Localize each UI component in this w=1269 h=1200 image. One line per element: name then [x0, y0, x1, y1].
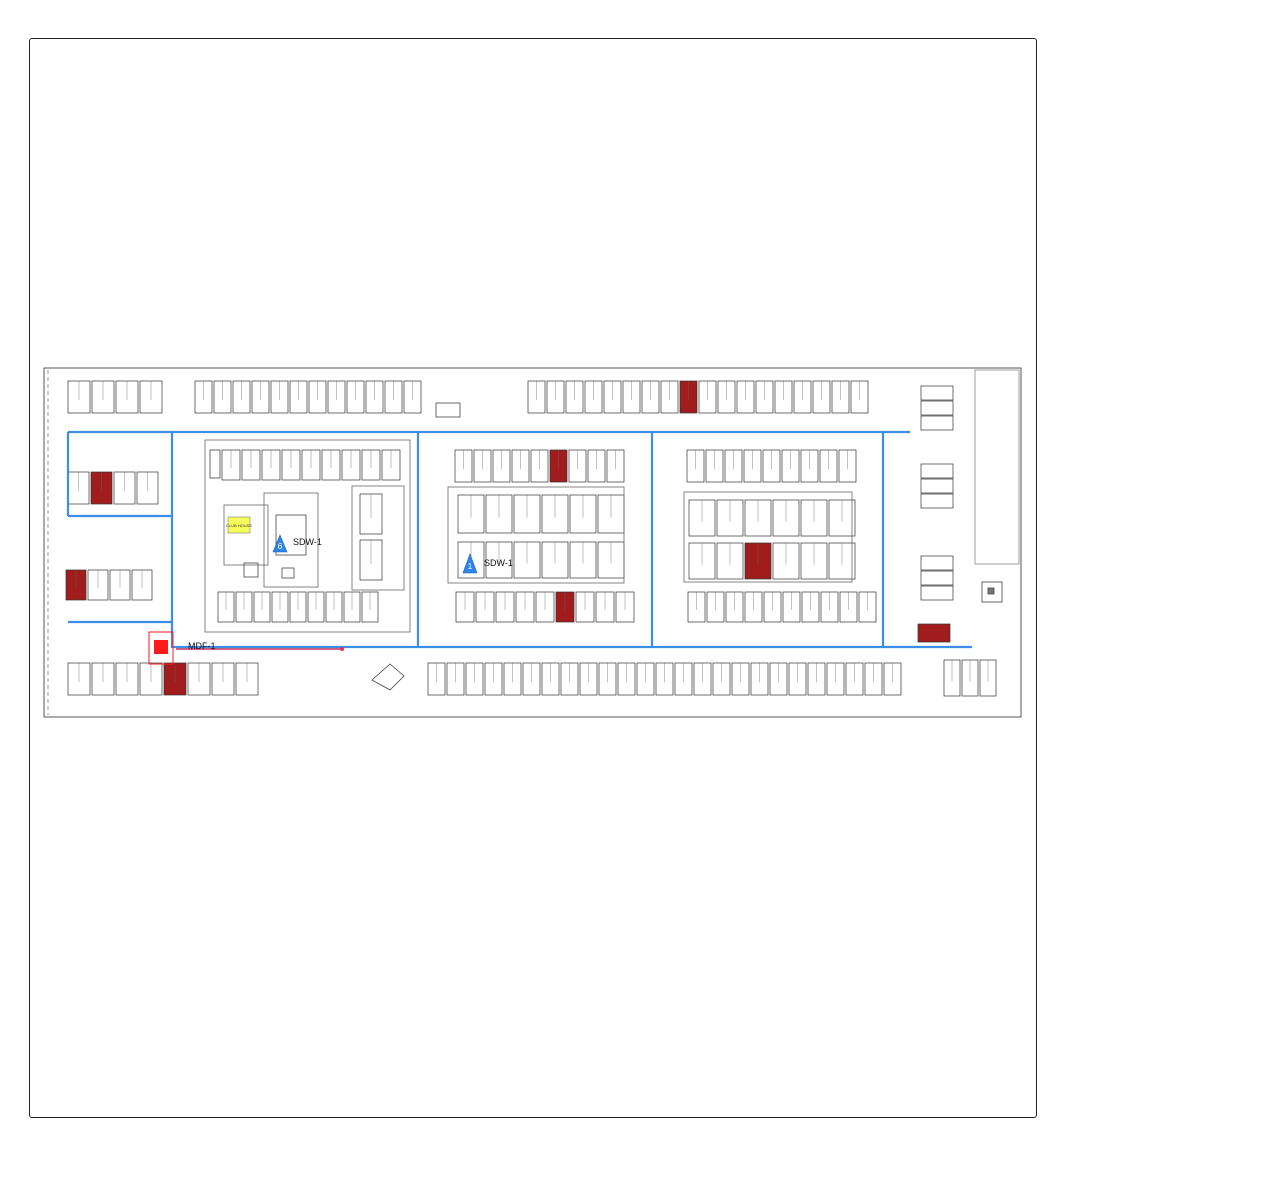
- access-point-number: 6: [278, 542, 283, 551]
- mdf-label: MDF-1: [188, 641, 216, 651]
- network-cabling: [66, 430, 972, 649]
- access-point-label: SDW-1: [293, 537, 322, 547]
- clubhouse: CLUB HOUSE: [226, 514, 307, 579]
- unit: [920, 400, 954, 416]
- clubhouse-label: CLUB HOUSE: [226, 523, 252, 528]
- unit: [920, 478, 954, 494]
- unit-layer: [65, 380, 997, 697]
- access-point-number: 1: [468, 562, 473, 571]
- riser-end-point: [340, 647, 344, 651]
- unit: [920, 493, 954, 509]
- unit: [920, 385, 954, 401]
- adjacent-lot: [974, 369, 1020, 565]
- unit: [920, 555, 954, 571]
- unit-highlighted: [917, 623, 951, 643]
- access-point-label: SDW-1: [484, 558, 513, 568]
- access-point-icon[interactable]: 1: [462, 553, 478, 574]
- site-structures: [209, 402, 1003, 691]
- mdf-icon[interactable]: [148, 631, 174, 665]
- unit: [920, 570, 954, 586]
- courtyard-outlines: [204, 439, 853, 633]
- unit: [920, 415, 954, 431]
- unit: [920, 463, 954, 479]
- unit: [920, 585, 954, 601]
- access-point-icon[interactable]: 6: [272, 534, 288, 553]
